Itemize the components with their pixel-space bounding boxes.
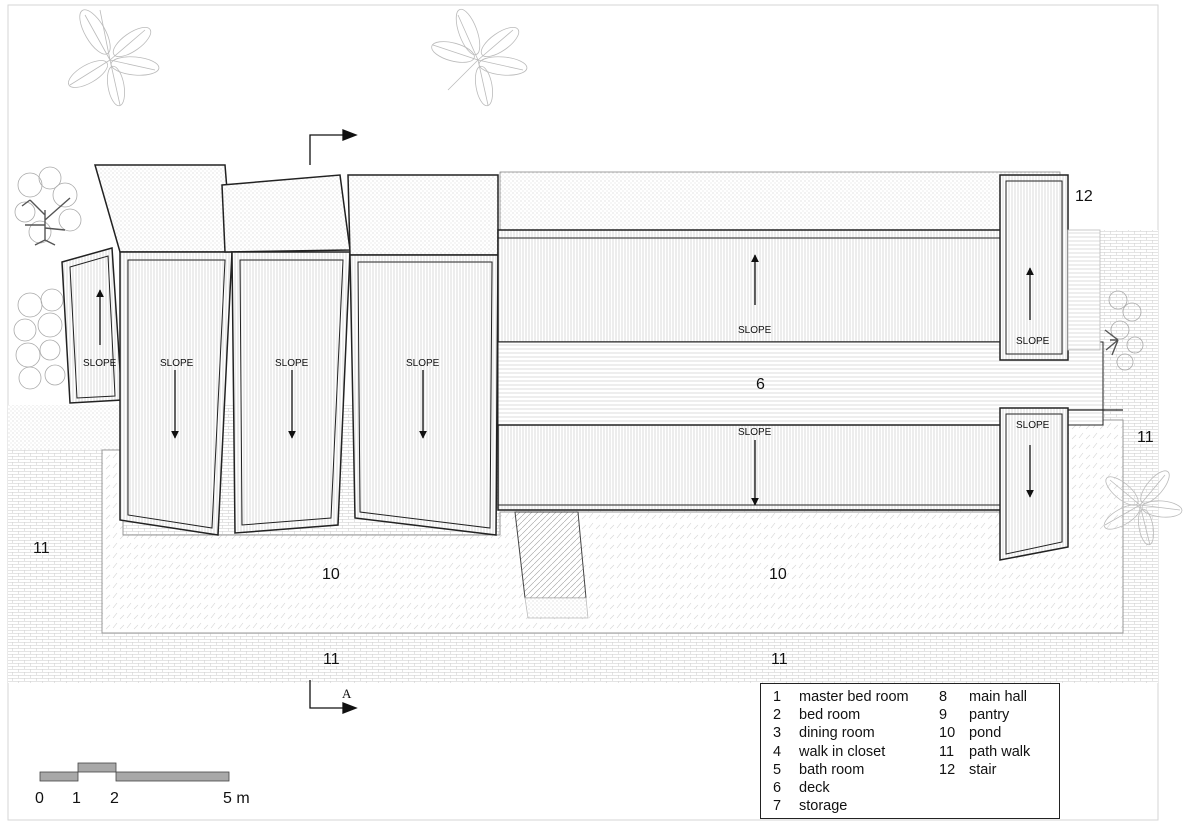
scale-tick-label: 2 [110, 790, 119, 807]
slope-label: SLOPE [83, 358, 117, 369]
section-mark-label: A [342, 686, 352, 701]
path-walk-number: 11 [323, 651, 340, 668]
palm-tree-icon [68, 8, 1183, 546]
slope-label: SLOPE [738, 427, 772, 438]
path-walk-number: 11 [33, 540, 50, 557]
pond-number: 10 [322, 566, 340, 583]
scale-tick-label: 5 m [223, 790, 250, 807]
left-small-wing [61, 247, 123, 404]
bedroom-wings [94, 164, 499, 536]
scale-tick-label: 0 [35, 790, 44, 807]
slope-label: SLOPE [1016, 336, 1050, 347]
section-marker-top [309, 129, 358, 165]
slope-label: SLOPE [275, 358, 309, 369]
slope-label: SLOPE [738, 325, 772, 336]
shrub-icon [13, 166, 1144, 390]
path-walk-number: 11 [771, 651, 788, 668]
slope-label: SLOPE [1016, 420, 1050, 431]
storage-block [514, 511, 589, 619]
tree-branch-icon [21, 197, 1119, 356]
section-marker-bottom [309, 680, 358, 714]
path-walk-number: 11 [1137, 429, 1154, 446]
slope-label: SLOPE [406, 358, 440, 369]
scale-tick-label: 1 [72, 790, 81, 807]
stair-number: 12 [1075, 188, 1093, 205]
pond-number: 10 [769, 566, 787, 583]
slope-label: SLOPE [160, 358, 194, 369]
deck-number: 6 [756, 376, 765, 393]
stair-blocks [999, 174, 1101, 561]
scale-bar: 0 1 2 5 m [35, 762, 250, 807]
